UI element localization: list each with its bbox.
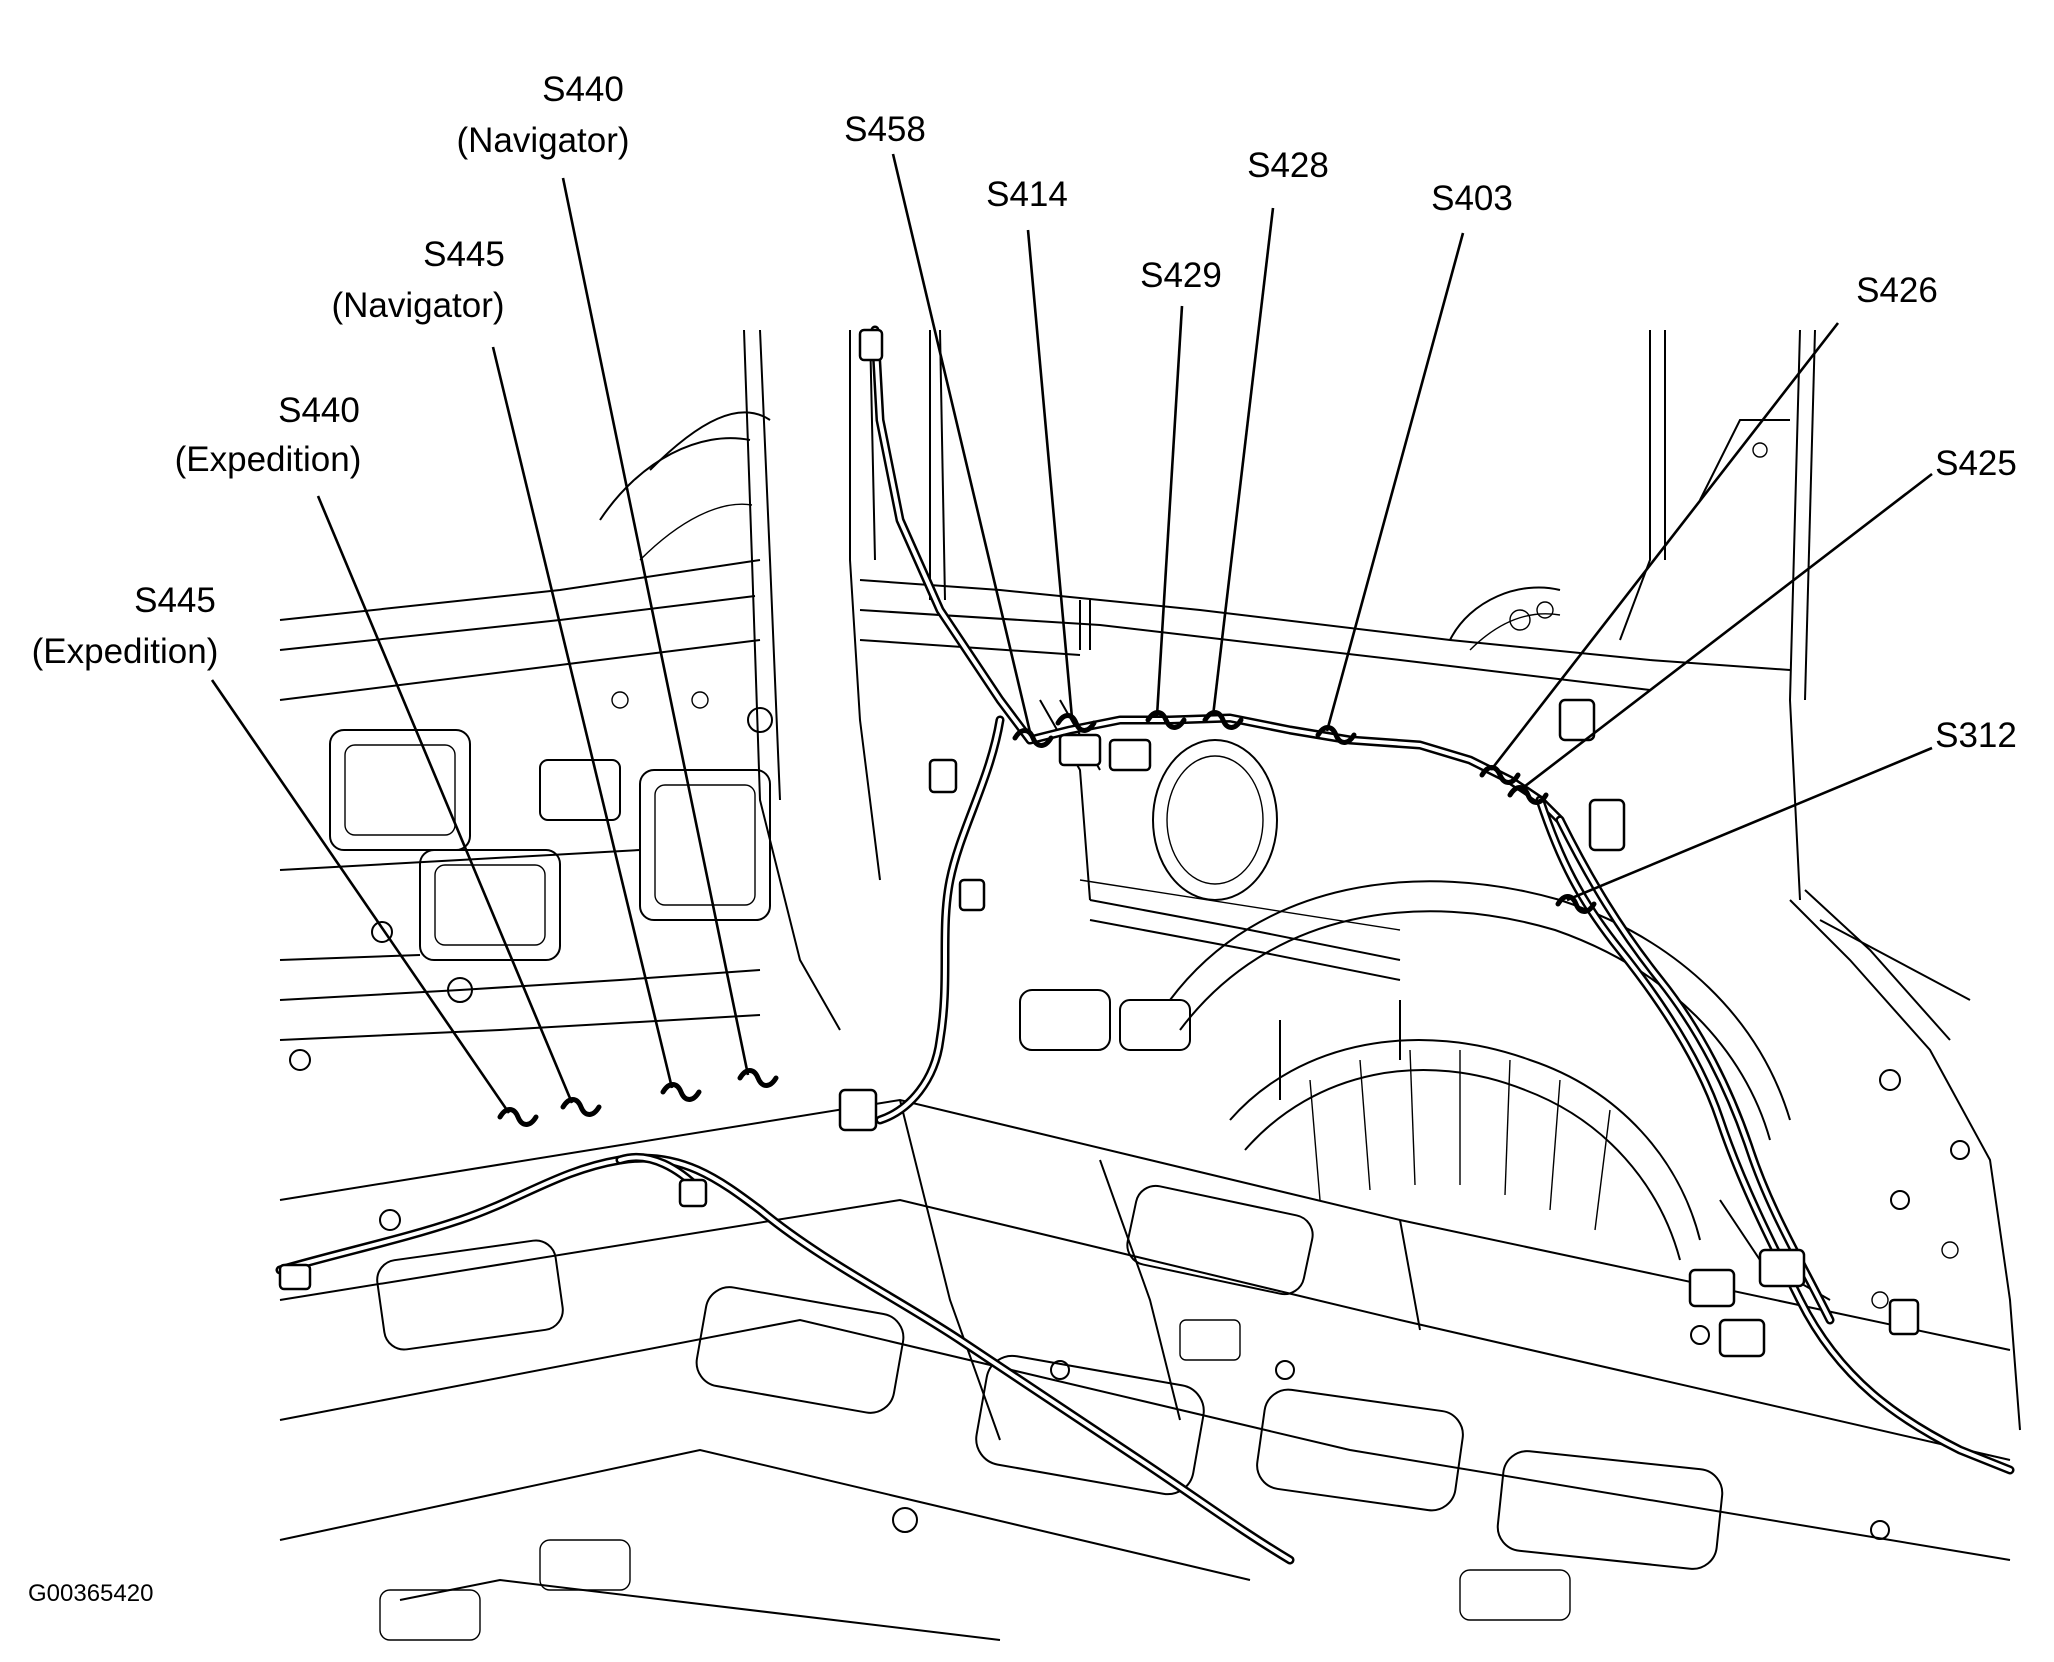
callout-s425-code: S425 <box>1935 444 2017 483</box>
leader-s426 <box>1489 322 1840 771</box>
callout-s445-navigator-variant: (Navigator) <box>331 286 504 325</box>
splice-mark-s312 <box>1555 894 1597 914</box>
leader-s458 <box>891 153 1032 733</box>
connector-center-floor <box>838 1088 878 1132</box>
connector-right-side-plug <box>1888 1298 1920 1336</box>
connector-floor-left <box>678 1178 708 1208</box>
callout-s414-code: S414 <box>986 175 1068 214</box>
leader-s445-expedition <box>210 679 511 1114</box>
leader-s425 <box>1519 472 1933 792</box>
connectors <box>278 328 1920 1358</box>
connector-right-lower-b <box>1758 1248 1806 1288</box>
cargo-floor <box>279 1098 2011 1641</box>
splice-mark-s458 <box>1012 728 1054 748</box>
leader-lines <box>210 153 1933 1114</box>
upper-pillars <box>849 329 1816 901</box>
connector-s414-group <box>1058 733 1102 767</box>
splice-mark-s440-expedition <box>560 1097 602 1117</box>
callout-s440-expedition-variant: (Expedition) <box>175 440 362 479</box>
splice-mark-s425 <box>1507 785 1549 805</box>
callout-s403-code: S403 <box>1431 179 1513 218</box>
leader-s445-navigator <box>491 346 674 1089</box>
wiring-harness <box>275 325 2015 1565</box>
callout-s445-expedition-code: S445 <box>134 581 216 620</box>
splice-mark-s428 <box>1202 710 1244 730</box>
leader-s312 <box>1566 746 1933 902</box>
leader-s414 <box>1026 229 1074 719</box>
splice-mark-s440-navigator <box>737 1068 779 1088</box>
connector-right-lower-a <box>1688 1268 1736 1308</box>
callout-s458-code: S458 <box>844 110 926 149</box>
connector-left-pillar-plug <box>928 758 958 794</box>
callout-s440-expedition-code: S440 <box>278 391 360 430</box>
splice-mark-s426 <box>1479 765 1521 785</box>
callout-s312-code: S312 <box>1935 716 2017 755</box>
leader-s428 <box>1211 207 1275 717</box>
callout-s445-expedition-variant: (Expedition) <box>32 632 219 671</box>
right-inner-panel <box>1719 889 2021 1431</box>
callout-s440-navigator-code: S440 <box>542 70 624 109</box>
splice-mark-s414 <box>1055 713 1097 733</box>
connector-s429-group <box>1108 738 1152 772</box>
splice-mark-s429 <box>1145 710 1187 730</box>
leader-s440-expedition <box>316 495 574 1104</box>
vehicle-body-drawing <box>279 329 2021 1641</box>
wheel-house <box>1169 880 1791 1261</box>
connector-right-lower-c <box>1718 1318 1766 1358</box>
splice-mark-s445-navigator <box>660 1082 702 1102</box>
connector-right-block <box>1588 798 1626 852</box>
callout-s428-code: S428 <box>1247 146 1329 185</box>
callout-s445-navigator-code: S445 <box>423 235 505 274</box>
callout-s440-navigator-variant: (Navigator) <box>456 121 629 160</box>
connector-floor-far-left <box>278 1263 312 1291</box>
figure-id: G00365420 <box>28 1580 153 1607</box>
splice-symbols <box>497 710 1597 1127</box>
callout-s426-code: S426 <box>1856 271 1938 310</box>
leader-s440-navigator <box>561 177 750 1076</box>
callout-labels: S440 (Navigator) S458 S414 S428 S403 S42… <box>32 70 2017 755</box>
connector-left-pillar-lower <box>958 878 986 912</box>
left-quarter-panel <box>279 329 841 1071</box>
splice-mark-s445-expedition <box>497 1107 539 1127</box>
leader-s403 <box>1325 232 1465 732</box>
connector-upper-pillar <box>858 328 884 362</box>
callout-s429-code: S429 <box>1140 256 1222 295</box>
leader-s429 <box>1155 305 1184 717</box>
connector-right-upper <box>1558 698 1596 742</box>
splice-mark-s403 <box>1315 725 1357 745</box>
